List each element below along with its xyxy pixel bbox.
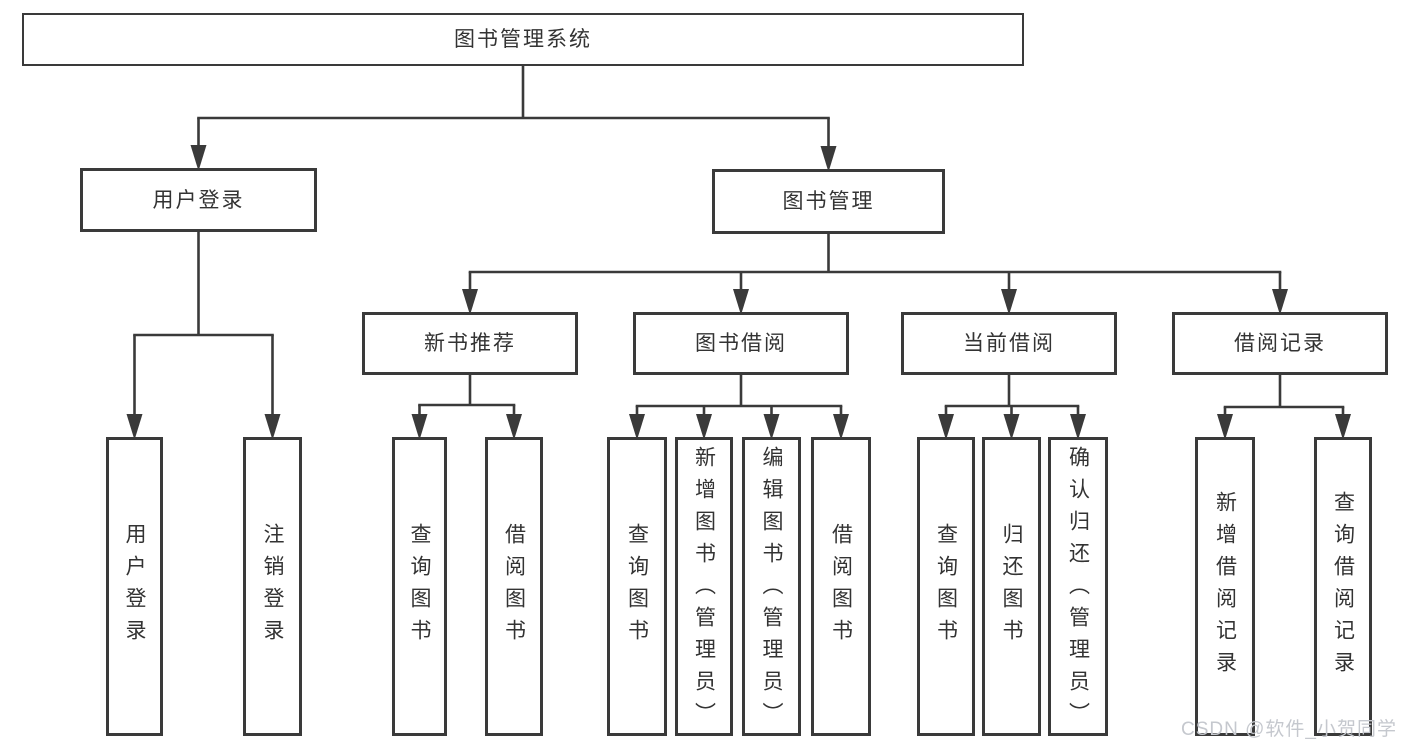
node-leaf-logout: 注销登录 bbox=[243, 437, 302, 736]
node-leaf-user-login: 用户登录 bbox=[106, 437, 163, 736]
node-leaf-query-record: 查询借阅记录 bbox=[1314, 437, 1372, 736]
node-leaf-add-record: 新增借阅记录 bbox=[1195, 437, 1255, 736]
node-book-mgmt: 图书管理 bbox=[712, 169, 945, 234]
node-leaf-confirm-return: 确认归还（管理员） bbox=[1048, 437, 1108, 736]
node-leaf-query-book-1: 查询图书 bbox=[392, 437, 447, 736]
node-user-login: 用户登录 bbox=[80, 168, 317, 232]
node-leaf-borrow-book-1: 借阅图书 bbox=[485, 437, 543, 736]
node-leaf-borrow-book-2: 借阅图书 bbox=[811, 437, 871, 736]
node-leaf-return-book: 归还图书 bbox=[982, 437, 1041, 736]
watermark: CSDN @软件_小贺同学 bbox=[1181, 719, 1397, 740]
node-book-borrow: 图书借阅 bbox=[633, 312, 849, 375]
node-leaf-edit-book: 编辑图书（管理员） bbox=[742, 437, 801, 736]
node-current-borrow: 当前借阅 bbox=[901, 312, 1117, 375]
node-root: 图书管理系统 bbox=[22, 13, 1024, 66]
node-leaf-query-book-2: 查询图书 bbox=[607, 437, 667, 736]
node-leaf-query-book-3: 查询图书 bbox=[917, 437, 975, 736]
node-new-book-rec: 新书推荐 bbox=[362, 312, 578, 375]
node-leaf-add-book: 新增图书（管理员） bbox=[675, 437, 733, 736]
node-borrow-records: 借阅记录 bbox=[1172, 312, 1388, 375]
